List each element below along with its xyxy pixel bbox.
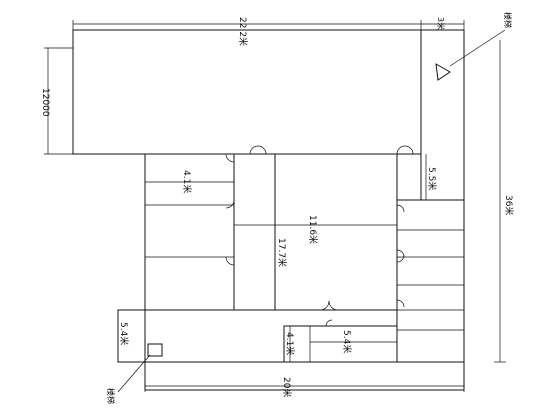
label-room-right: 5.5米 (426, 167, 438, 190)
right-rooms (397, 229, 464, 331)
label-left-height: 12000 (40, 88, 50, 117)
label-bottom-mid-b: 5.4米 (341, 330, 353, 353)
label-top-right: 3米 (436, 17, 446, 30)
label-top-width: 22.2米 (237, 17, 249, 46)
left-rooms (145, 204, 234, 258)
label-left-small: 5.4米 (118, 322, 130, 345)
stair-symbol-top (435, 63, 451, 81)
label-hall-width: 11.6米 (307, 215, 319, 244)
dim-right-total (494, 40, 506, 363)
right-corridor-walls (397, 29, 465, 390)
dim-bottom-width (144, 380, 465, 392)
label-bottom-mid-a: 4.1米 (284, 332, 296, 355)
label-bottom-width: 20米 (281, 377, 293, 397)
dim-bottom-mid (289, 326, 397, 362)
label-hall-height: 17.7米 (276, 238, 288, 267)
stair-top-leader (449, 29, 506, 67)
stair-bottom-leader (117, 354, 151, 393)
dim-top-right (421, 20, 465, 30)
dim-top-width (72, 20, 422, 30)
label-room-upper: 4.1米 (181, 170, 193, 193)
label-stair-bottom: 楼梯 (106, 388, 116, 404)
label-stair-top: 楼梯 (503, 12, 513, 28)
stair-symbol-bottom (147, 343, 163, 357)
bottom-block-outline (117, 309, 464, 391)
dim-left-height (44, 47, 73, 155)
top-block-outline (72, 29, 422, 155)
door-arcs (225, 145, 414, 327)
label-right-total: 36米 (503, 195, 515, 215)
